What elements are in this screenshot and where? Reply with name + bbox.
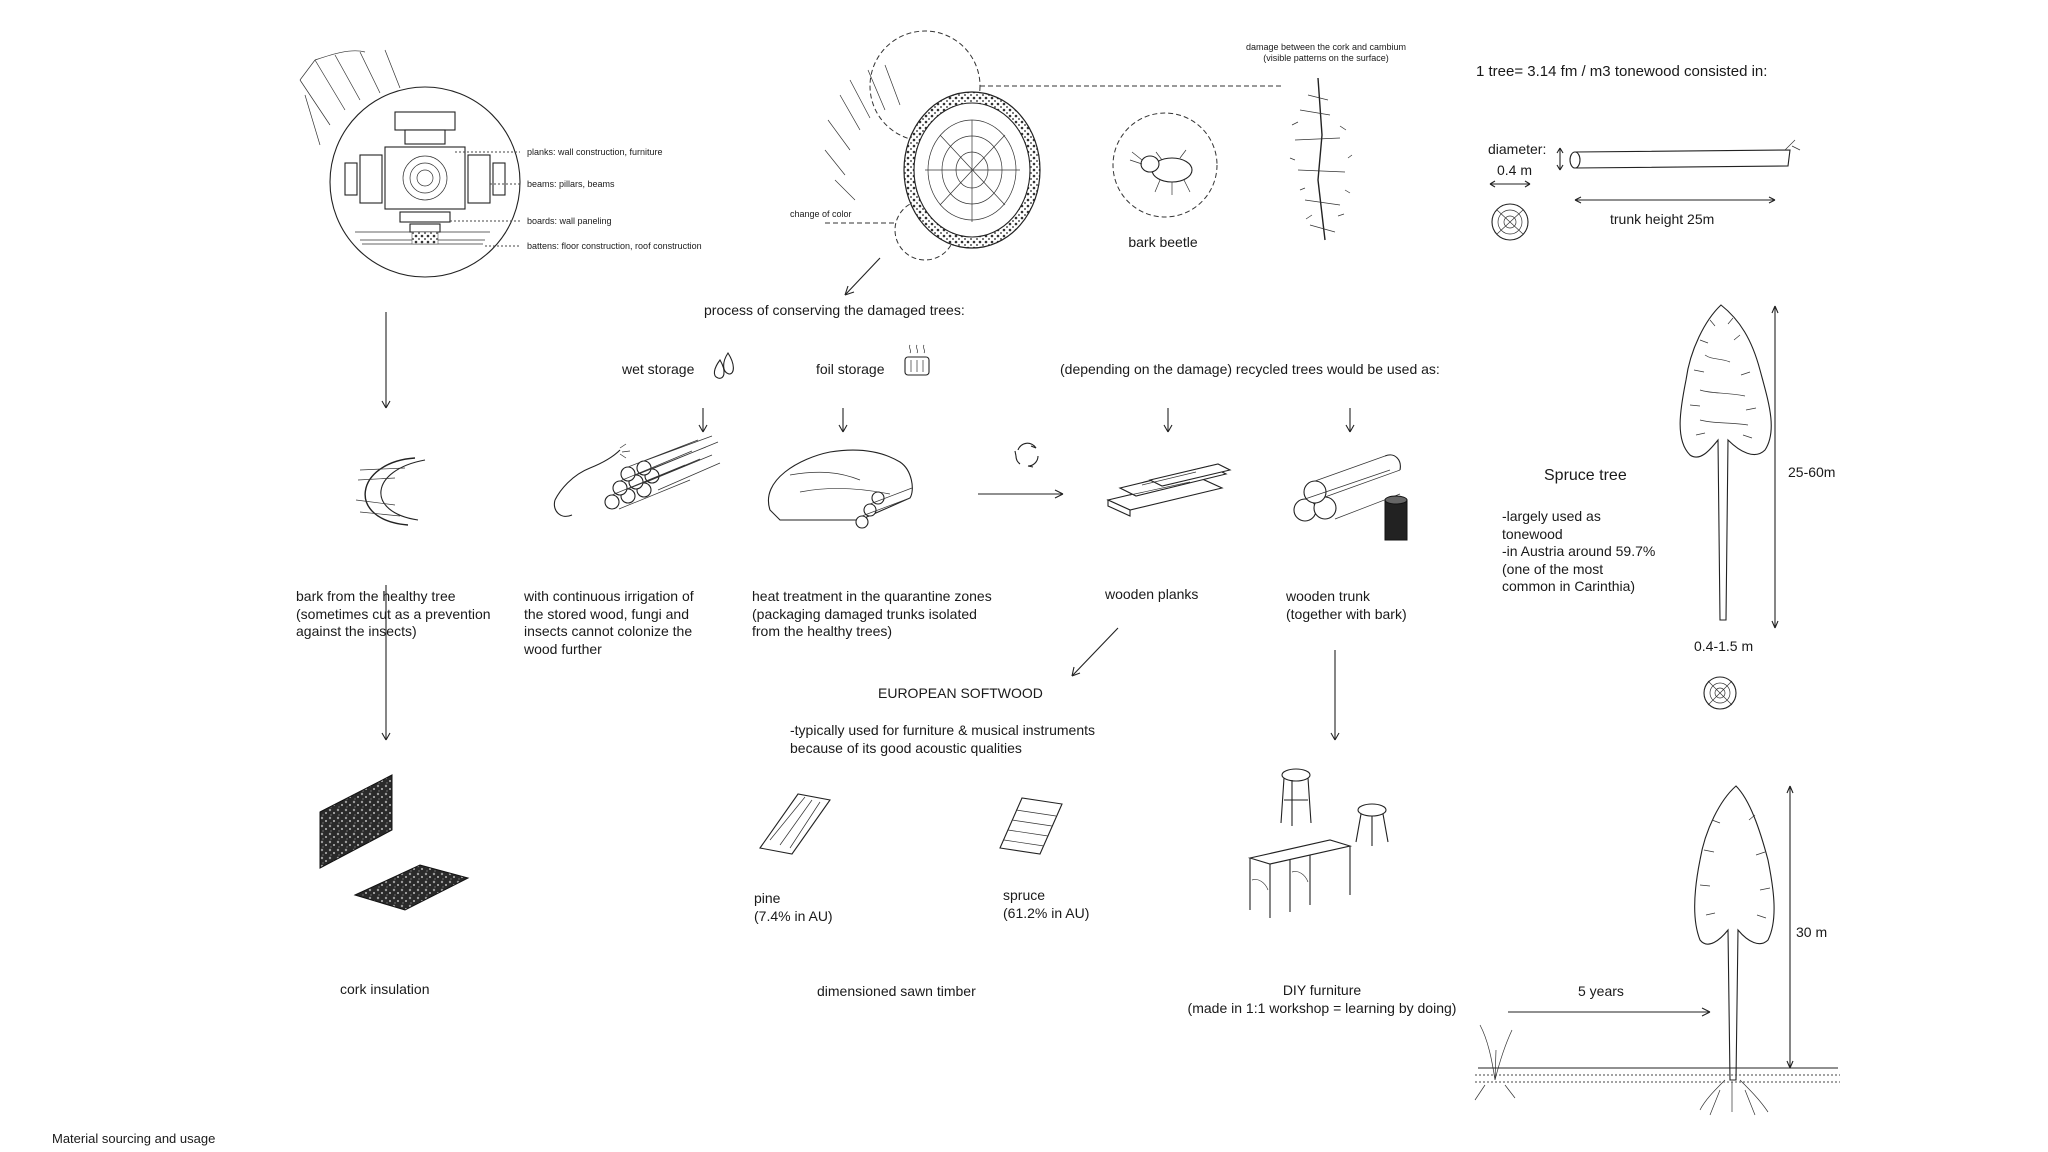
growth-tree-drawing	[1474, 785, 1840, 1116]
cork-insulation-drawing	[319, 774, 470, 911]
spruce-label: spruce (61.2% in AU)	[1003, 887, 1090, 921]
spruce-tree-title: Spruce tree	[1544, 467, 1627, 484]
bark-drawing	[355, 312, 426, 741]
growth-height-label: 30 m	[1796, 924, 1828, 940]
spruce-tree-description: -largely used as tonewood -in Austria ar…	[1502, 508, 1656, 594]
log-label-boards: boards: wall paneling	[527, 216, 612, 226]
process-arrow	[978, 489, 1064, 499]
recycle-icon	[1014, 442, 1039, 468]
spruce-height-label: 25-60m	[1788, 464, 1836, 480]
bark-caption: bark from the healthy tree (sometimes cu…	[296, 588, 491, 639]
change-of-color-label: change of color	[790, 209, 852, 219]
wooden-trunk-caption: wooden trunk (together with bark)	[1286, 588, 1407, 622]
diy-arrow	[1330, 650, 1340, 741]
spruce-tree-drawing	[1679, 304, 1779, 710]
softwood-arrow	[1071, 627, 1119, 677]
softwood-title: EUROPEAN SOFTWOOD	[878, 685, 1043, 701]
water-drops-icon	[713, 351, 734, 379]
softwood-description: -typically used for furniture & musical …	[790, 722, 1095, 756]
sawn-timber-label: dimensioned sawn timber	[817, 983, 976, 999]
bark-beetle-icon	[1112, 112, 1218, 218]
diy-furniture-drawing	[1247, 768, 1389, 918]
wet-storage-label: wet storage	[622, 361, 695, 377]
tonewood-log-diagram	[1489, 139, 1801, 241]
damaged-log-illustration	[824, 30, 1282, 296]
log-label-beams: beams: pillars, beams	[527, 179, 615, 189]
log-sawing-diagram	[299, 49, 521, 278]
spruce-diameter-label: 0.4-1.5 m	[1694, 638, 1754, 654]
trunk-height-label: trunk height 25m	[1610, 211, 1715, 227]
pine-board-drawing	[759, 793, 831, 855]
bark-beetle-label: bark beetle	[1128, 234, 1198, 250]
wooden-planks-caption: wooden planks	[1105, 586, 1199, 602]
foil-storage-label: foil storage	[816, 361, 885, 377]
bark-damage-sketch	[1289, 77, 1353, 241]
recycled-note: (depending on the damage) recycled trees…	[1060, 361, 1440, 377]
process-title: process of conserving the damaged trees:	[704, 302, 965, 318]
irrigation-caption: with continuous irrigation of the stored…	[524, 588, 694, 657]
spruce-board-drawing	[999, 797, 1063, 855]
cork-insulation-label: cork insulation	[340, 981, 430, 997]
wet-storage-drawing	[553, 408, 721, 517]
footer-caption: Material sourcing and usage	[52, 1130, 216, 1146]
foil-storage-drawing	[767, 408, 913, 529]
diameter-label: diameter:	[1488, 141, 1547, 157]
wooden-planks-drawing	[1106, 408, 1232, 517]
growth-years-label: 5 years	[1578, 983, 1624, 999]
log-label-battens: battens: floor construction, roof constr…	[527, 241, 702, 251]
diy-furniture-label: DIY furniture (made in 1:1 workshop = le…	[1187, 982, 1457, 1016]
heat-treatment-caption: heat treatment in the quarantine zones (…	[752, 588, 992, 639]
diameter-value: 0.4 m	[1497, 162, 1533, 178]
foil-storage-icon	[904, 344, 930, 376]
damage-note: damage between the cork and cambium (vis…	[1245, 42, 1407, 63]
log-label-planks: planks: wall construction, furniture	[527, 147, 663, 157]
tonewood-title: 1 tree= 3.14 fm / m3 tonewood consisted …	[1476, 63, 1768, 80]
pine-label: pine (7.4% in AU)	[754, 890, 833, 924]
wooden-trunk-drawing	[1293, 408, 1408, 541]
